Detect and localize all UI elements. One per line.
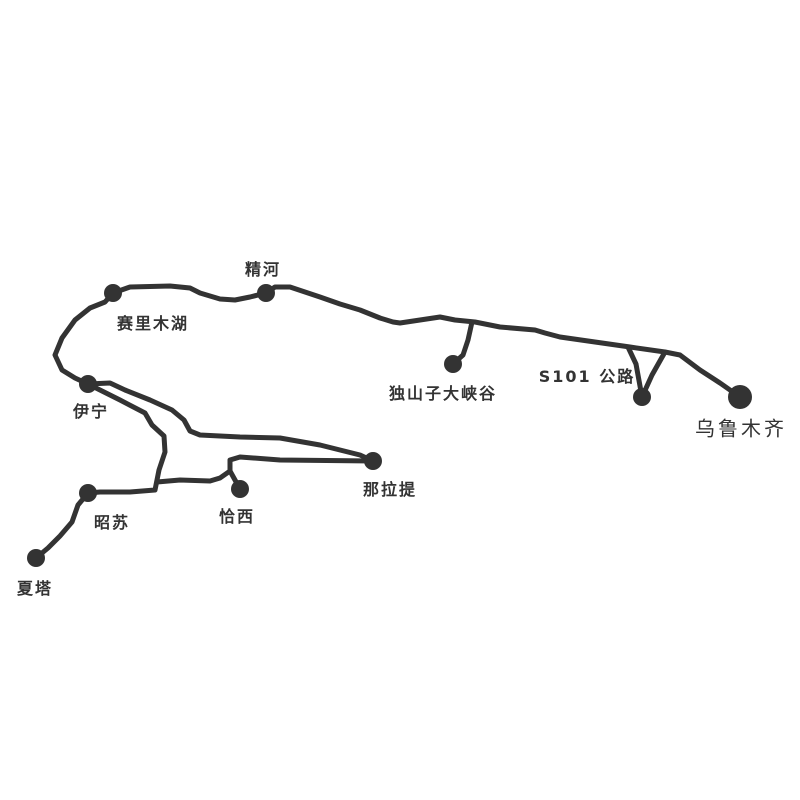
- label-urumqi: 乌鲁木齐: [695, 416, 787, 441]
- marker-yining[interactable]: [79, 375, 97, 393]
- label-s101: S101 公路: [538, 367, 636, 386]
- route-qiaxi-nalati: [227, 454, 376, 474]
- marker-jinghe[interactable]: [257, 284, 275, 302]
- route-urumqi-yining: [52, 283, 743, 400]
- marker-urumqi[interactable]: [728, 385, 752, 409]
- label-nalati: 那拉提: [362, 480, 418, 499]
- label-sailimu: 赛里木湖: [116, 314, 190, 333]
- marker-dushanzi[interactable]: [444, 355, 462, 373]
- label-jinghe: 精河: [244, 260, 282, 279]
- label-qiaxi: 恰西: [218, 507, 256, 526]
- label-zhaosu: 昭苏: [93, 513, 131, 532]
- label-dushanzi: 独山子大峡谷: [388, 384, 498, 403]
- marker-qiaxi[interactable]: [231, 480, 249, 498]
- marker-sailimu[interactable]: [104, 284, 122, 302]
- marker-nalati[interactable]: [364, 452, 382, 470]
- marker-s101[interactable]: [633, 388, 651, 406]
- label-yining: 伊宁: [72, 402, 110, 421]
- route-yining-nalati: [85, 380, 376, 464]
- route-zhaosu-xiata: [33, 490, 91, 561]
- label-xiata: 夏塔: [16, 579, 54, 598]
- marker-zhaosu[interactable]: [79, 484, 97, 502]
- marker-xiata[interactable]: [27, 549, 45, 567]
- route-yining-zhaosu: [85, 381, 168, 496]
- route-qiaxi-branch: [154, 468, 243, 492]
